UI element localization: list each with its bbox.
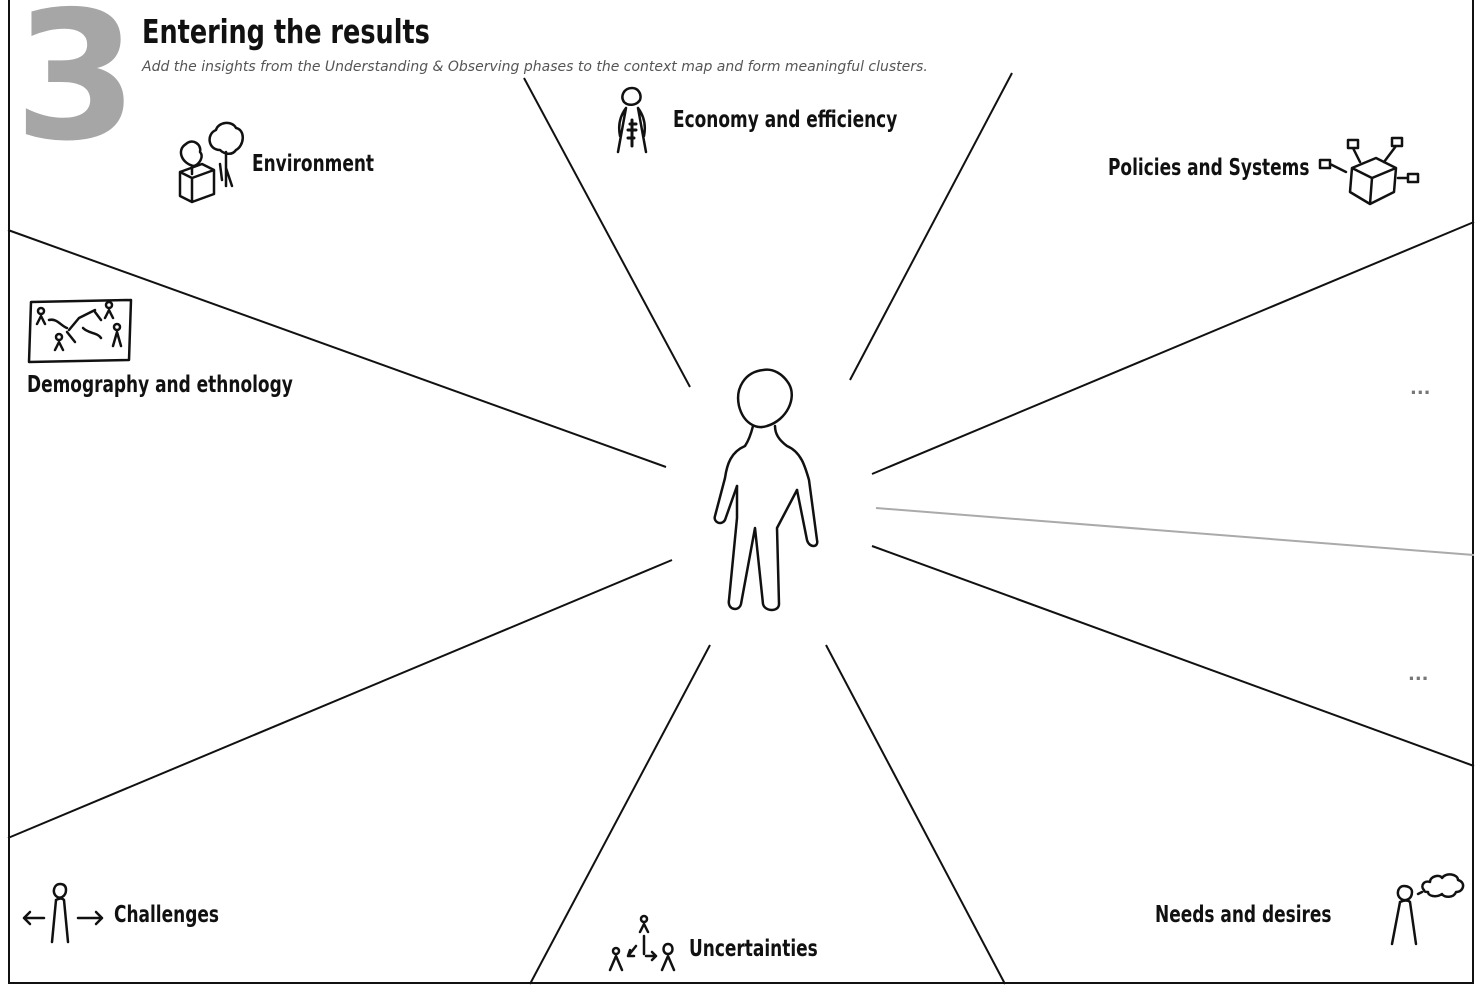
divider-line [523, 77, 691, 388]
divider-line [871, 545, 1475, 767]
segment-label-uncertainties: Uncertainties [689, 936, 818, 962]
persona-outline-icon [713, 368, 819, 612]
person-money-icon [616, 86, 648, 154]
segment-label-challenges: Challenges [114, 902, 219, 928]
map-frame [8, 0, 1474, 984]
divider-line [825, 644, 1006, 985]
page-subtitle: Add the insights from the Understanding … [142, 59, 928, 75]
segment-label-demography: Demography and ethnology [27, 372, 293, 398]
divider-line [871, 221, 1475, 475]
segment-label-environment: Environment [252, 151, 375, 177]
person-thought-icon [1390, 873, 1465, 946]
segment-label-needs: Needs and desires [1155, 902, 1332, 928]
segment-more-2: ... [1408, 664, 1429, 685]
cube-network-icon [1318, 136, 1420, 206]
segment-more-1: ... [1410, 378, 1431, 399]
segment-label-policies: Policies and Systems [1108, 155, 1310, 181]
divider-line [849, 72, 1013, 381]
segment-label-economy: Economy and efficiency [673, 107, 898, 133]
step-number: 3 [14, 0, 138, 180]
divider-line-gray [875, 507, 1475, 556]
divider-line [529, 644, 711, 985]
divider-line [7, 229, 667, 468]
people-question-icon [608, 914, 676, 972]
divider-line [7, 559, 673, 839]
person-arrows-icon [22, 882, 104, 944]
people-map-icon [27, 298, 133, 364]
page-title: Entering the results [142, 12, 430, 51]
house-trees-icon [178, 121, 244, 204]
